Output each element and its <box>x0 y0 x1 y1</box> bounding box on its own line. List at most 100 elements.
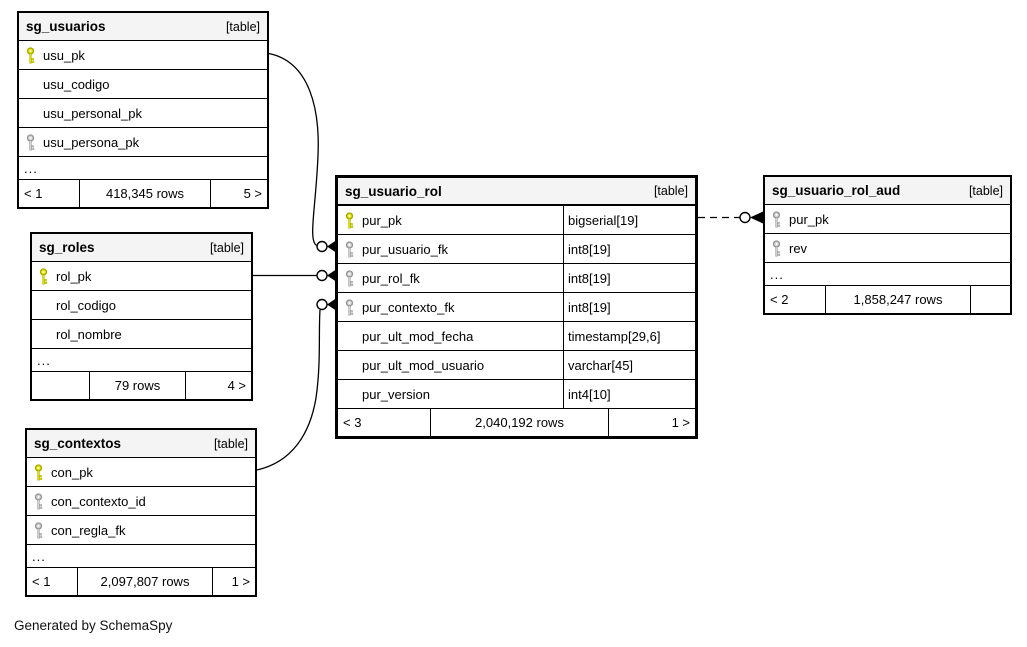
relationship-line <box>268 52 319 247</box>
foreign-key-icon <box>772 239 781 256</box>
column-name: pur_version <box>362 386 430 402</box>
child-count-cell: 4 > <box>185 372 251 399</box>
child-count-cell: 1 > <box>212 568 255 595</box>
table-kind-badge: [table] <box>213 436 248 451</box>
crowfoot-arrow-icon <box>327 298 336 311</box>
column-name: pur_ult_mod_usuario <box>362 357 485 373</box>
table-kind-badge: [table] <box>968 183 1003 198</box>
column-name: pur_ult_mod_fecha <box>362 328 474 344</box>
column-name: usu_codigo <box>43 76 110 92</box>
child-count-cell: 1 > <box>608 409 695 436</box>
table-kind-badge: [table] <box>225 19 260 34</box>
parent-count-cell: < 1 <box>32 574 51 589</box>
column-name: rol_codigo <box>56 297 116 313</box>
column-type: int8[19] <box>563 235 695 263</box>
crowfoot-arrow-icon <box>327 269 336 282</box>
key-icon-slot <box>344 298 356 316</box>
column-type: bigserial[19] <box>563 206 695 234</box>
column-name: pur_pk <box>362 212 402 228</box>
key-icon-slot <box>771 210 783 228</box>
row-count-cell: 418,345 rows <box>79 180 210 207</box>
column-name: con_contexto_id <box>51 493 146 509</box>
column-row: rol_pk <box>32 262 251 291</box>
column-name: pur_usuario_fk <box>362 241 448 257</box>
row-count-cell: 79 rows <box>89 372 185 399</box>
foreign-key-icon <box>345 240 354 257</box>
relationship-sg_roles.rol_pk-to-sg_usuario_rol.pur_rol_fk <box>253 269 336 282</box>
key-icon-slot <box>33 492 45 510</box>
foreign-key-icon <box>345 298 354 315</box>
generator-caption: Generated by SchemaSpy <box>14 618 173 633</box>
primary-key-icon <box>34 463 43 480</box>
entity-header[interactable]: sg_contextos [table] <box>27 430 255 458</box>
column-name: con_pk <box>51 464 93 480</box>
table-name[interactable]: sg_usuario_rol_aud <box>772 183 901 198</box>
column-row: pur_usuario_fk int8[19] <box>338 235 695 264</box>
column-row: rev <box>765 234 1010 263</box>
ellipsis-label: ... <box>24 160 38 176</box>
column-row: pur_pk <box>765 205 1010 234</box>
column-row: con_regla_fk <box>27 516 255 545</box>
foreign-key-icon <box>34 521 43 538</box>
parent-count-cell: < 3 <box>343 415 362 430</box>
entity-header[interactable]: sg_roles[table] <box>32 234 251 262</box>
entity-header[interactable]: sg_usuario_rol_aud [table] <box>765 177 1010 205</box>
ellipsis-label: ... <box>37 352 51 368</box>
column-row: rol_nombre <box>32 320 251 349</box>
column-row: usu_persona_pk <box>19 128 267 157</box>
entity-sg_usuario_rol[interactable]: sg_usuario_rol [table] pur_pk bigserial[19]… <box>335 175 698 439</box>
relationship-sg_contextos.con_pk-to-sg_usuario_rol.pur_contexto_fk <box>256 298 336 471</box>
column-name: usu_persona_pk <box>43 134 140 150</box>
more-columns-row: ... <box>27 545 255 568</box>
parent-count-cell <box>32 372 89 399</box>
crowfoot-arrow-icon <box>327 240 336 253</box>
entity-header[interactable]: sg_usuario_rol [table] <box>338 178 695 206</box>
primary-key-icon <box>26 46 35 63</box>
column-row: pur_version int4[10] <box>338 380 695 409</box>
column-row: pur_ult_mod_fecha timestamp[29,6] <box>338 322 695 351</box>
table-name[interactable]: sg_contextos <box>34 436 122 451</box>
table-kind-badge: [table] <box>653 184 688 198</box>
column-row: rol_codigo <box>32 291 251 320</box>
key-icon-slot <box>33 463 45 481</box>
key-icon-slot <box>344 269 356 287</box>
ellipsis-label: ... <box>770 266 784 282</box>
entity-header[interactable]: sg_usuarios [table] <box>19 13 267 41</box>
primary-key-icon <box>345 211 354 228</box>
column-row: usu_personal_pk <box>19 99 267 128</box>
column-type: timestamp[29,6] <box>563 322 695 350</box>
key-icon-slot <box>344 240 356 258</box>
column-name: usu_personal_pk <box>43 105 143 121</box>
column-type: varchar[45] <box>563 351 695 379</box>
row-count-cell: 2,097,807 rows <box>77 568 212 595</box>
crowfoot-arrow-icon <box>750 211 763 224</box>
column-name: pur_rol_fk <box>362 270 420 286</box>
child-count-cell <box>970 286 1010 313</box>
column-name: pur_contexto_fk <box>362 299 455 315</box>
table-name[interactable]: sg_usuario_rol <box>345 183 442 199</box>
child-count-cell: 5 > <box>210 180 267 207</box>
key-icon-slot <box>771 239 783 257</box>
entity-sg_roles[interactable]: sg_roles[table]rol_pk rol_codigo rol_nombr… <box>30 232 253 401</box>
column-type: int4[10] <box>563 380 695 408</box>
column-type: int8[19] <box>563 264 695 292</box>
foreign-key-icon <box>34 492 43 509</box>
foreign-key-icon <box>26 133 35 150</box>
column-row: pur_ult_mod_usuario varchar[45] <box>338 351 695 380</box>
table-name[interactable]: sg_usuarios <box>26 19 106 34</box>
table-name[interactable]: sg_roles <box>39 240 95 255</box>
relationship-sg_usuario_rol.pur_pk-to-sg_usuario_rol_aud.pur_pk <box>698 211 763 224</box>
entity-sg_contextos[interactable]: sg_contextos [table] con_pk con_contexto_id… <box>25 428 257 597</box>
foreign-key-icon <box>772 210 781 227</box>
relationship-sg_usuarios.usu_pk-to-sg_usuario_rol.pur_usuario_fk <box>268 52 336 253</box>
row-count-cell: 2,040,192 rows <box>430 409 608 436</box>
